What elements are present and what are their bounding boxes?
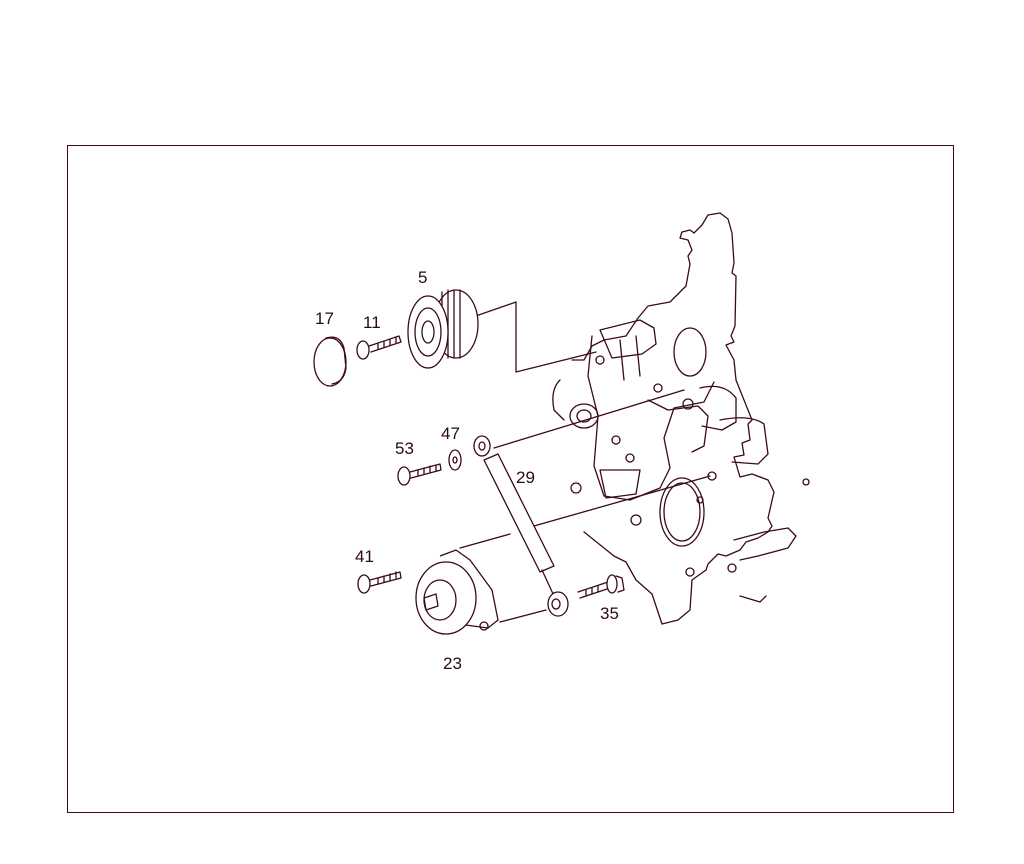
shock-absorber-29 (473, 435, 569, 617)
tensioner-23 (415, 549, 499, 635)
callout-35: 35 (600, 604, 619, 623)
callout-41: 41 (355, 547, 374, 566)
diagram-frame (67, 145, 954, 813)
callout-11: 11 (363, 313, 381, 332)
bolt-41 (357, 571, 402, 594)
callout-53: 53 (395, 439, 414, 458)
bolt-53 (397, 463, 442, 486)
idler-pulley-5 (407, 289, 479, 369)
callout-17: 17 (315, 309, 334, 328)
pump-housing-drawing (552, 319, 715, 501)
callout-47: 47 (441, 424, 460, 443)
bolt-11 (356, 335, 402, 360)
leader-lines (459, 301, 711, 623)
timing-cover-drawing (571, 212, 810, 625)
cover-cap-17 (313, 336, 347, 387)
callout-29: 29 (516, 468, 535, 487)
callout-23: 23 (443, 654, 462, 673)
callout-5: 5 (418, 268, 428, 287)
washer-47 (448, 449, 462, 471)
bolt-35 (577, 574, 625, 599)
